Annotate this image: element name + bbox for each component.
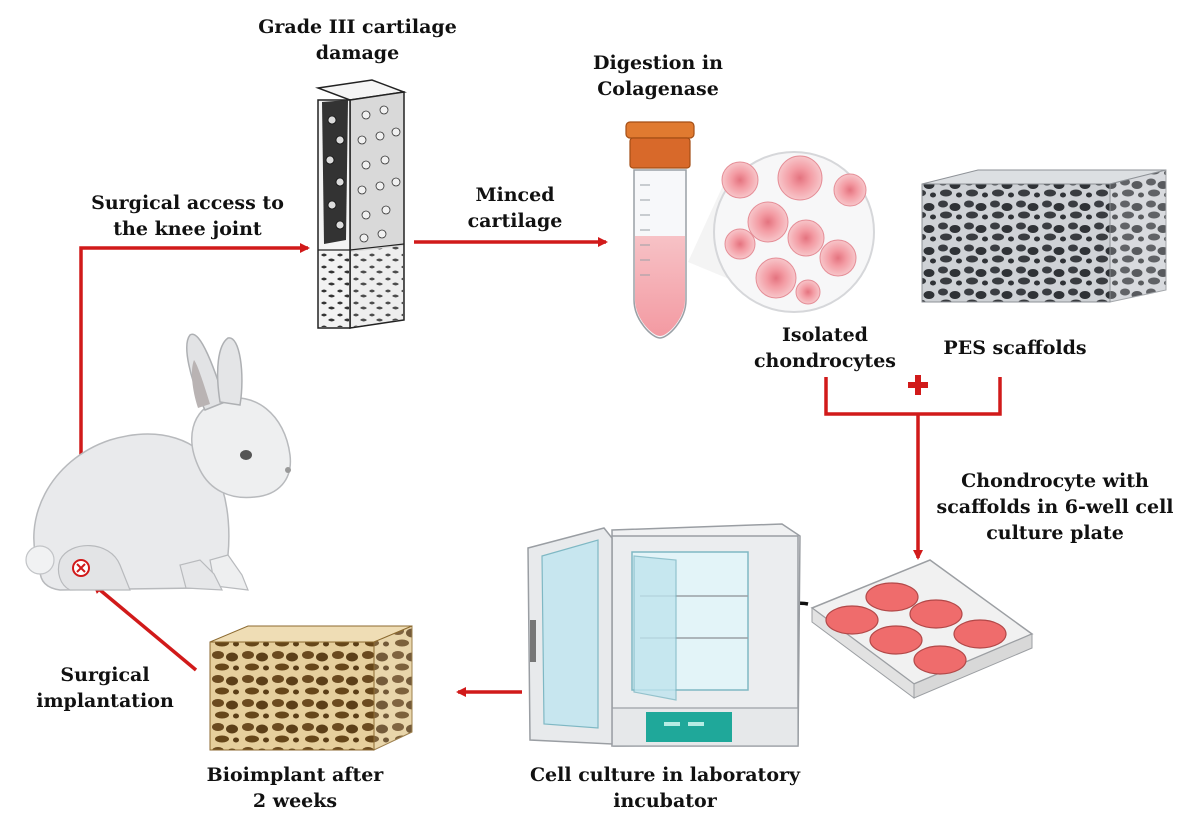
pes-label: PES scaffolds xyxy=(943,337,1087,359)
bioimplant-icon xyxy=(209,625,413,751)
chondrocyte-scaffold-label: Chondrocyte with scaffolds in 6-well cel… xyxy=(936,470,1174,544)
rabbit-icon xyxy=(25,333,292,591)
surgical-access-label: Surgical access to the knee joint xyxy=(91,192,284,240)
well-plate-icon xyxy=(810,559,1034,699)
bioimplant-label: Bioimplant after 2 weeks xyxy=(206,764,384,812)
bracket-join xyxy=(824,377,1002,416)
minced-label: Minced cartilage xyxy=(467,184,563,232)
digestion-label: Digestion in Colagenase xyxy=(593,52,723,100)
incubator-icon xyxy=(527,523,801,747)
incubator-label: Cell culture in laboratory incubator xyxy=(529,764,801,812)
implantation-label: Surgical implantation xyxy=(36,664,174,712)
isolated-label: Isolated chondrocytes xyxy=(753,324,896,372)
arrow-implantation xyxy=(92,583,198,672)
chondrocyte-zoom-icon xyxy=(688,151,875,313)
pes-scaffold-icon xyxy=(921,169,1167,303)
cartilage-block-icon xyxy=(315,79,407,329)
centrifuge-tube-icon xyxy=(625,121,695,339)
plus-icon xyxy=(908,375,928,395)
grade3-label: Grade III cartilage damage xyxy=(258,16,457,64)
